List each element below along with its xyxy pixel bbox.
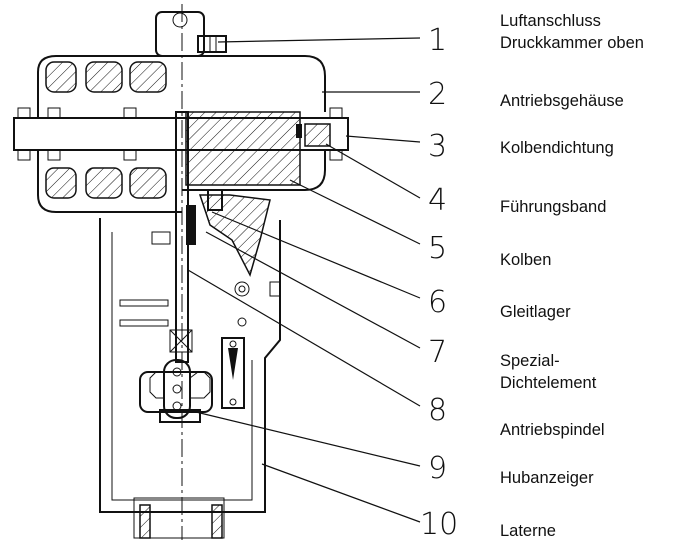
coupling-block <box>139 359 213 423</box>
bolt-2 <box>47 107 61 161</box>
callout-label-8: Antriebspindel <box>500 421 605 439</box>
callout-label-7a: Spezial- <box>500 352 560 370</box>
flange <box>13 107 349 161</box>
piston <box>185 111 331 186</box>
callout-number-4: 4 <box>428 183 447 218</box>
lantern-housing <box>99 218 281 539</box>
callout-label-1a: Luftanschluss <box>500 12 601 30</box>
callout-number-2: 2 <box>428 77 447 112</box>
callout-label-3: Kolbendichtung <box>500 139 614 157</box>
callout-number-6: 6 <box>428 285 447 320</box>
callout-number-10: 10 <box>420 507 458 542</box>
callout-label-10: Laterne <box>500 522 556 540</box>
callout-number-8: 8 <box>428 393 447 428</box>
air-connection-top <box>155 11 227 57</box>
bolt-1 <box>17 107 31 161</box>
callout-label-6: Gleitlager <box>500 303 571 321</box>
callout-number-3: 3 <box>428 129 447 164</box>
stroke-scale <box>221 281 281 409</box>
callout-label-9: Hubanzeiger <box>500 469 594 487</box>
drive-spindle <box>169 111 193 363</box>
leader-lines <box>187 37 421 523</box>
callout-number-5: 5 <box>428 231 447 266</box>
lantern-slots <box>119 231 171 327</box>
callout-label-7b: Dichtelement <box>500 374 597 392</box>
callout-numbers: 1 2 3 4 5 6 7 8 9 10 <box>420 23 458 542</box>
actuator-housing <box>37 55 326 213</box>
callout-label-4: Führungsband <box>500 198 607 216</box>
bearing-seal <box>186 189 271 278</box>
callout-label-1b: Druckkammer oben <box>500 34 644 52</box>
callout-label-2: Antriebsgehäuse <box>500 92 624 110</box>
callout-label-5: Kolben <box>500 251 552 269</box>
bolt-3 <box>123 107 137 161</box>
callout-number-1: 1 <box>428 23 447 58</box>
callout-number-9: 9 <box>428 451 447 486</box>
callout-number-7: 7 <box>428 335 447 370</box>
